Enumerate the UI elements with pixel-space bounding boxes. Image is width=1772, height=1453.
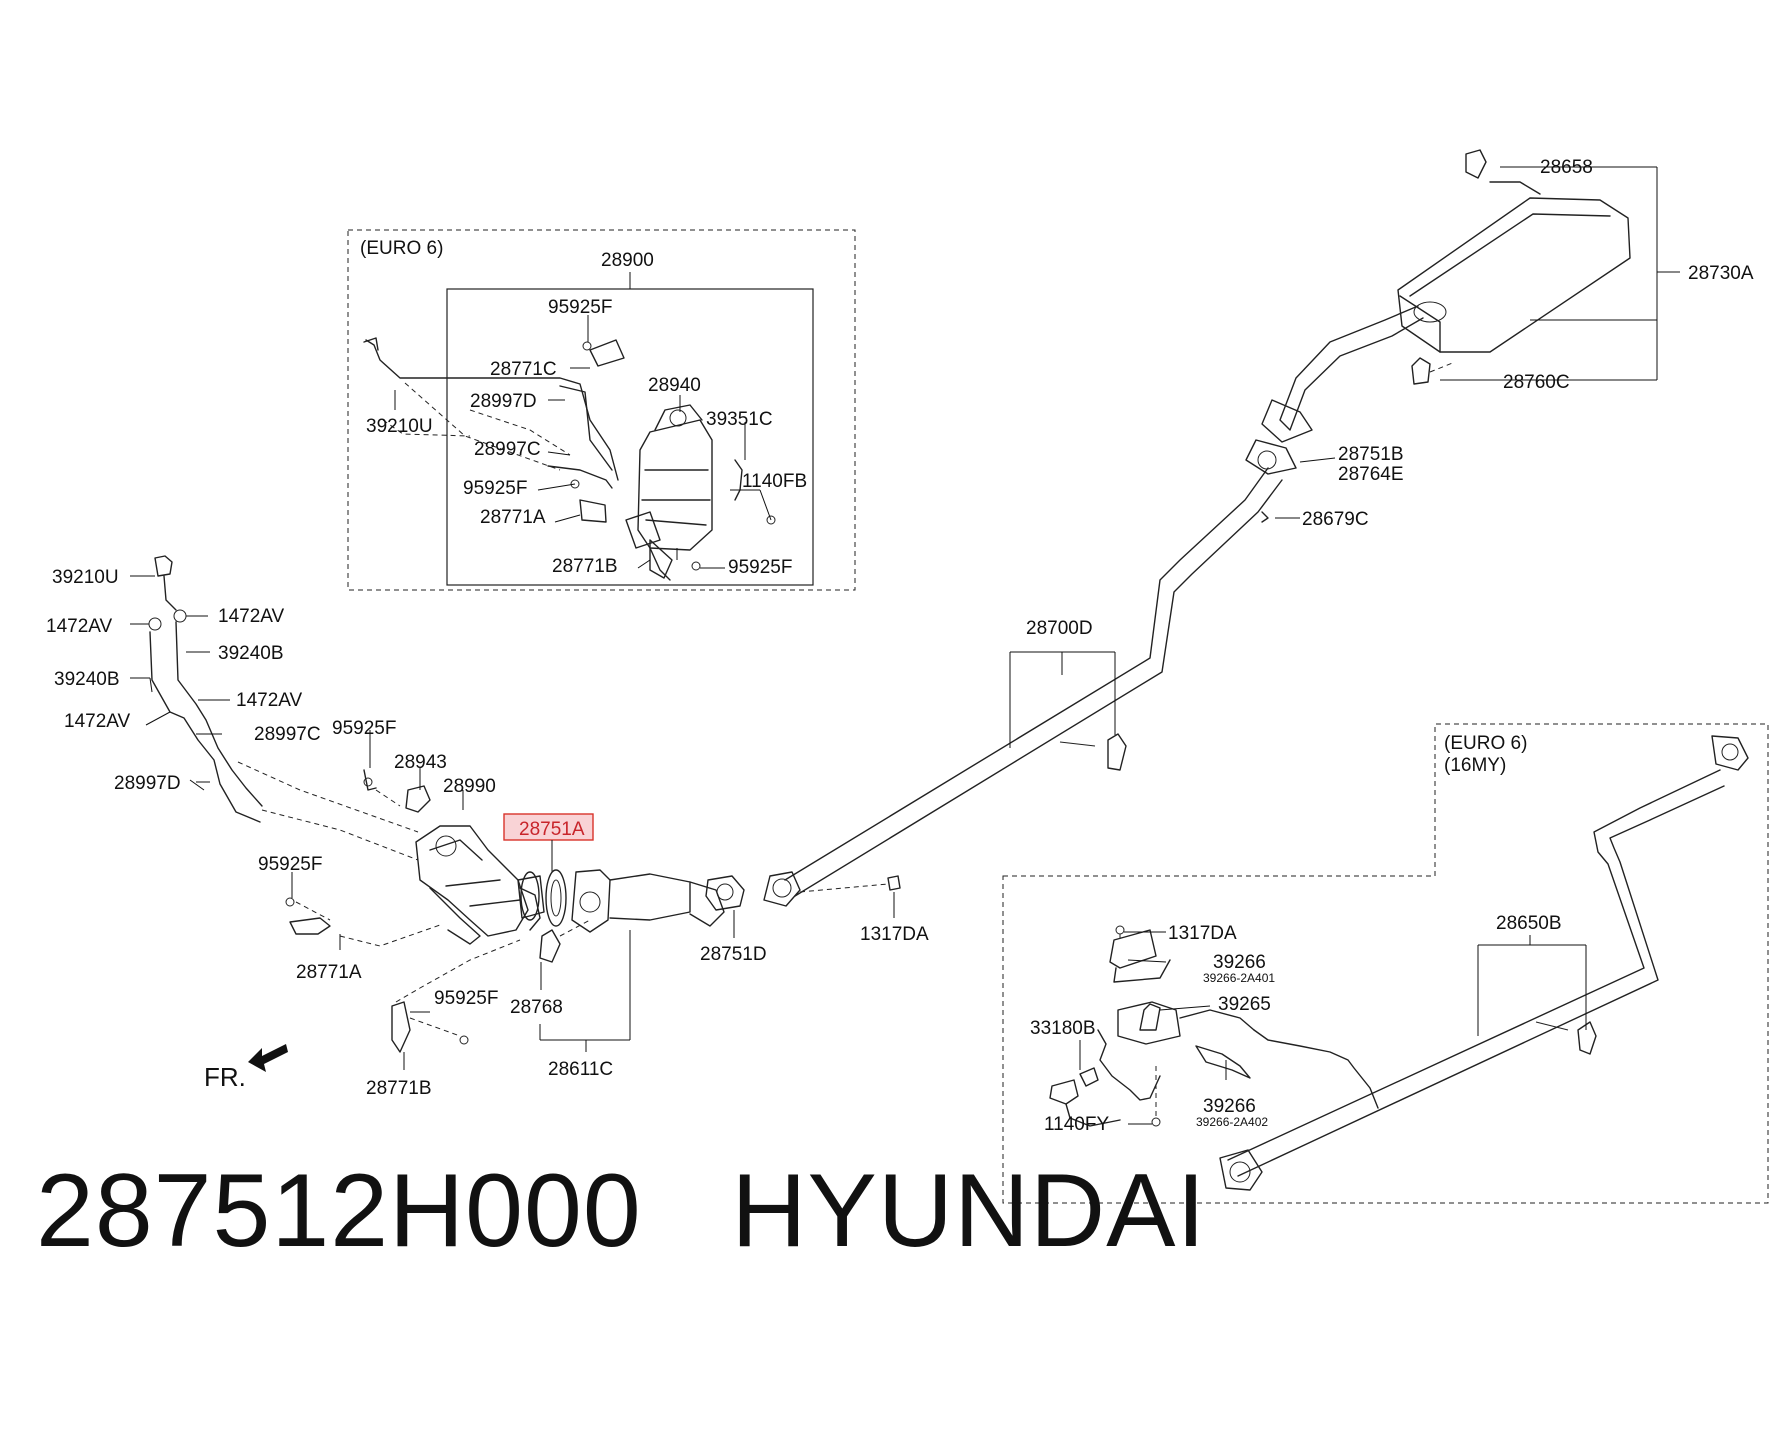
callout-39240b-a: 39240B (218, 643, 284, 664)
callout-1317da-b: 1317DA (1168, 923, 1237, 944)
callout-95925f-b: 95925F (463, 478, 527, 499)
callout-1140fb: 1140FB (742, 471, 807, 492)
callout-1472av-a: 1472AV (46, 616, 113, 637)
callout-28760c: 28760C (1503, 372, 1570, 393)
part-number-caption: 287512H000 (36, 1153, 642, 1269)
catalytic-converter-group: 95925F 28943 28990 95925F 28771A 95925F … (237, 718, 541, 1099)
callout-28768: 28768 (510, 997, 563, 1018)
callout-95925f-f: 95925F (434, 988, 498, 1009)
arrow-icon (248, 1044, 288, 1072)
left-sensor-pipes-group: 39210U 1472AV 1472AV 39240B 39240B 1472A… (46, 555, 321, 823)
callout-28771a-a: 28771A (480, 507, 546, 528)
rear-flange-gasket-group: 28751B 28764E 28679C (1245, 439, 1404, 530)
callout-1140fy: 1140FY (1044, 1114, 1109, 1135)
callout-95925f-e: 95925F (258, 854, 322, 875)
callout-28751d: 28751D (700, 944, 767, 965)
euro6-16my-detail: (EURO 6) (16MY) 28650B (1002, 723, 1769, 1204)
callout-28700d: 28700D (1026, 618, 1093, 639)
callout-39266-b-sub: 39266-2A402 (1196, 1115, 1268, 1129)
callout-28943: 28943 (394, 752, 447, 773)
euro6-top-detail: (EURO 6) 28900 (347, 229, 856, 591)
callout-95925f-a: 95925F (548, 297, 612, 318)
callout-1472av-c: 1472AV (236, 690, 303, 711)
center-pipe-group: 28700D (763, 467, 1283, 907)
euro6-top-label: (EURO 6) (360, 238, 443, 259)
callout-39210u-b: 39210U (52, 567, 119, 588)
callout-1472av-d: 1472AV (64, 711, 131, 732)
callout-95925f-d: 95925F (332, 718, 396, 739)
callout-28940: 28940 (648, 375, 701, 396)
callout-28611c: 28611C (548, 1059, 613, 1080)
callout-28679c: 28679C (1302, 509, 1369, 530)
callout-39240b-b: 39240B (54, 669, 120, 690)
front-marker-label: FR. (204, 1062, 246, 1092)
callout-28997d-a: 28997D (470, 391, 537, 412)
callout-1472av-b: 1472AV (218, 606, 285, 627)
front-direction-marker: FR. (204, 1044, 288, 1092)
callout-39266-a-sub: 39266-2A401 (1203, 971, 1275, 985)
callout-28764e: 28764E (1338, 464, 1404, 485)
front-pipe-group: 28751A 28768 28611C 28751D 1317DA (503, 813, 929, 1080)
callout-28650b: 28650B (1496, 913, 1562, 934)
callout-28771b-a: 28771B (552, 556, 618, 577)
callout-28771c: 28771C (490, 359, 557, 380)
callout-28990: 28990 (443, 776, 496, 797)
part-caption: 287512H000 HYUNDAI (36, 1152, 1206, 1271)
callout-39351c: 39351C (706, 409, 773, 430)
callout-28997c-a: 28997C (474, 439, 541, 460)
callout-28771b-b: 28771B (366, 1078, 432, 1099)
euro6-bottom-16my-label: (16MY) (1444, 755, 1506, 776)
callout-39266-b: 39266 (1203, 1096, 1256, 1117)
callout-28751b: 28751B (1338, 444, 1404, 465)
catalytic-converter-detail-drawing (625, 404, 713, 581)
brand-caption: HYUNDAI (731, 1153, 1207, 1269)
callout-95925f-c: 95925F (728, 557, 792, 578)
callout-28997d-b: 28997D (114, 773, 181, 794)
callout-33180b: 33180B (1030, 1018, 1096, 1039)
callout-28658: 28658 (1540, 157, 1593, 178)
callout-28997c-b: 28997C (254, 724, 321, 745)
callout-1317da-a: 1317DA (860, 924, 929, 945)
callout-39266-a: 39266 (1213, 952, 1266, 973)
euro6-bottom-label: (EURO 6) (1444, 733, 1527, 754)
rear-muffler-group: 28658 28730A 28760C (1261, 149, 1754, 443)
callout-28751a: 28751A (519, 819, 585, 840)
highlight-box-28751a (503, 813, 594, 841)
callout-28730a: 28730A (1688, 263, 1754, 284)
gasket-28751a (545, 869, 567, 927)
callout-28900: 28900 (601, 250, 654, 271)
callout-28771a-b: 28771A (296, 962, 362, 983)
callout-39210u-a: 39210U (366, 416, 433, 437)
callout-39265: 39265 (1218, 994, 1271, 1015)
